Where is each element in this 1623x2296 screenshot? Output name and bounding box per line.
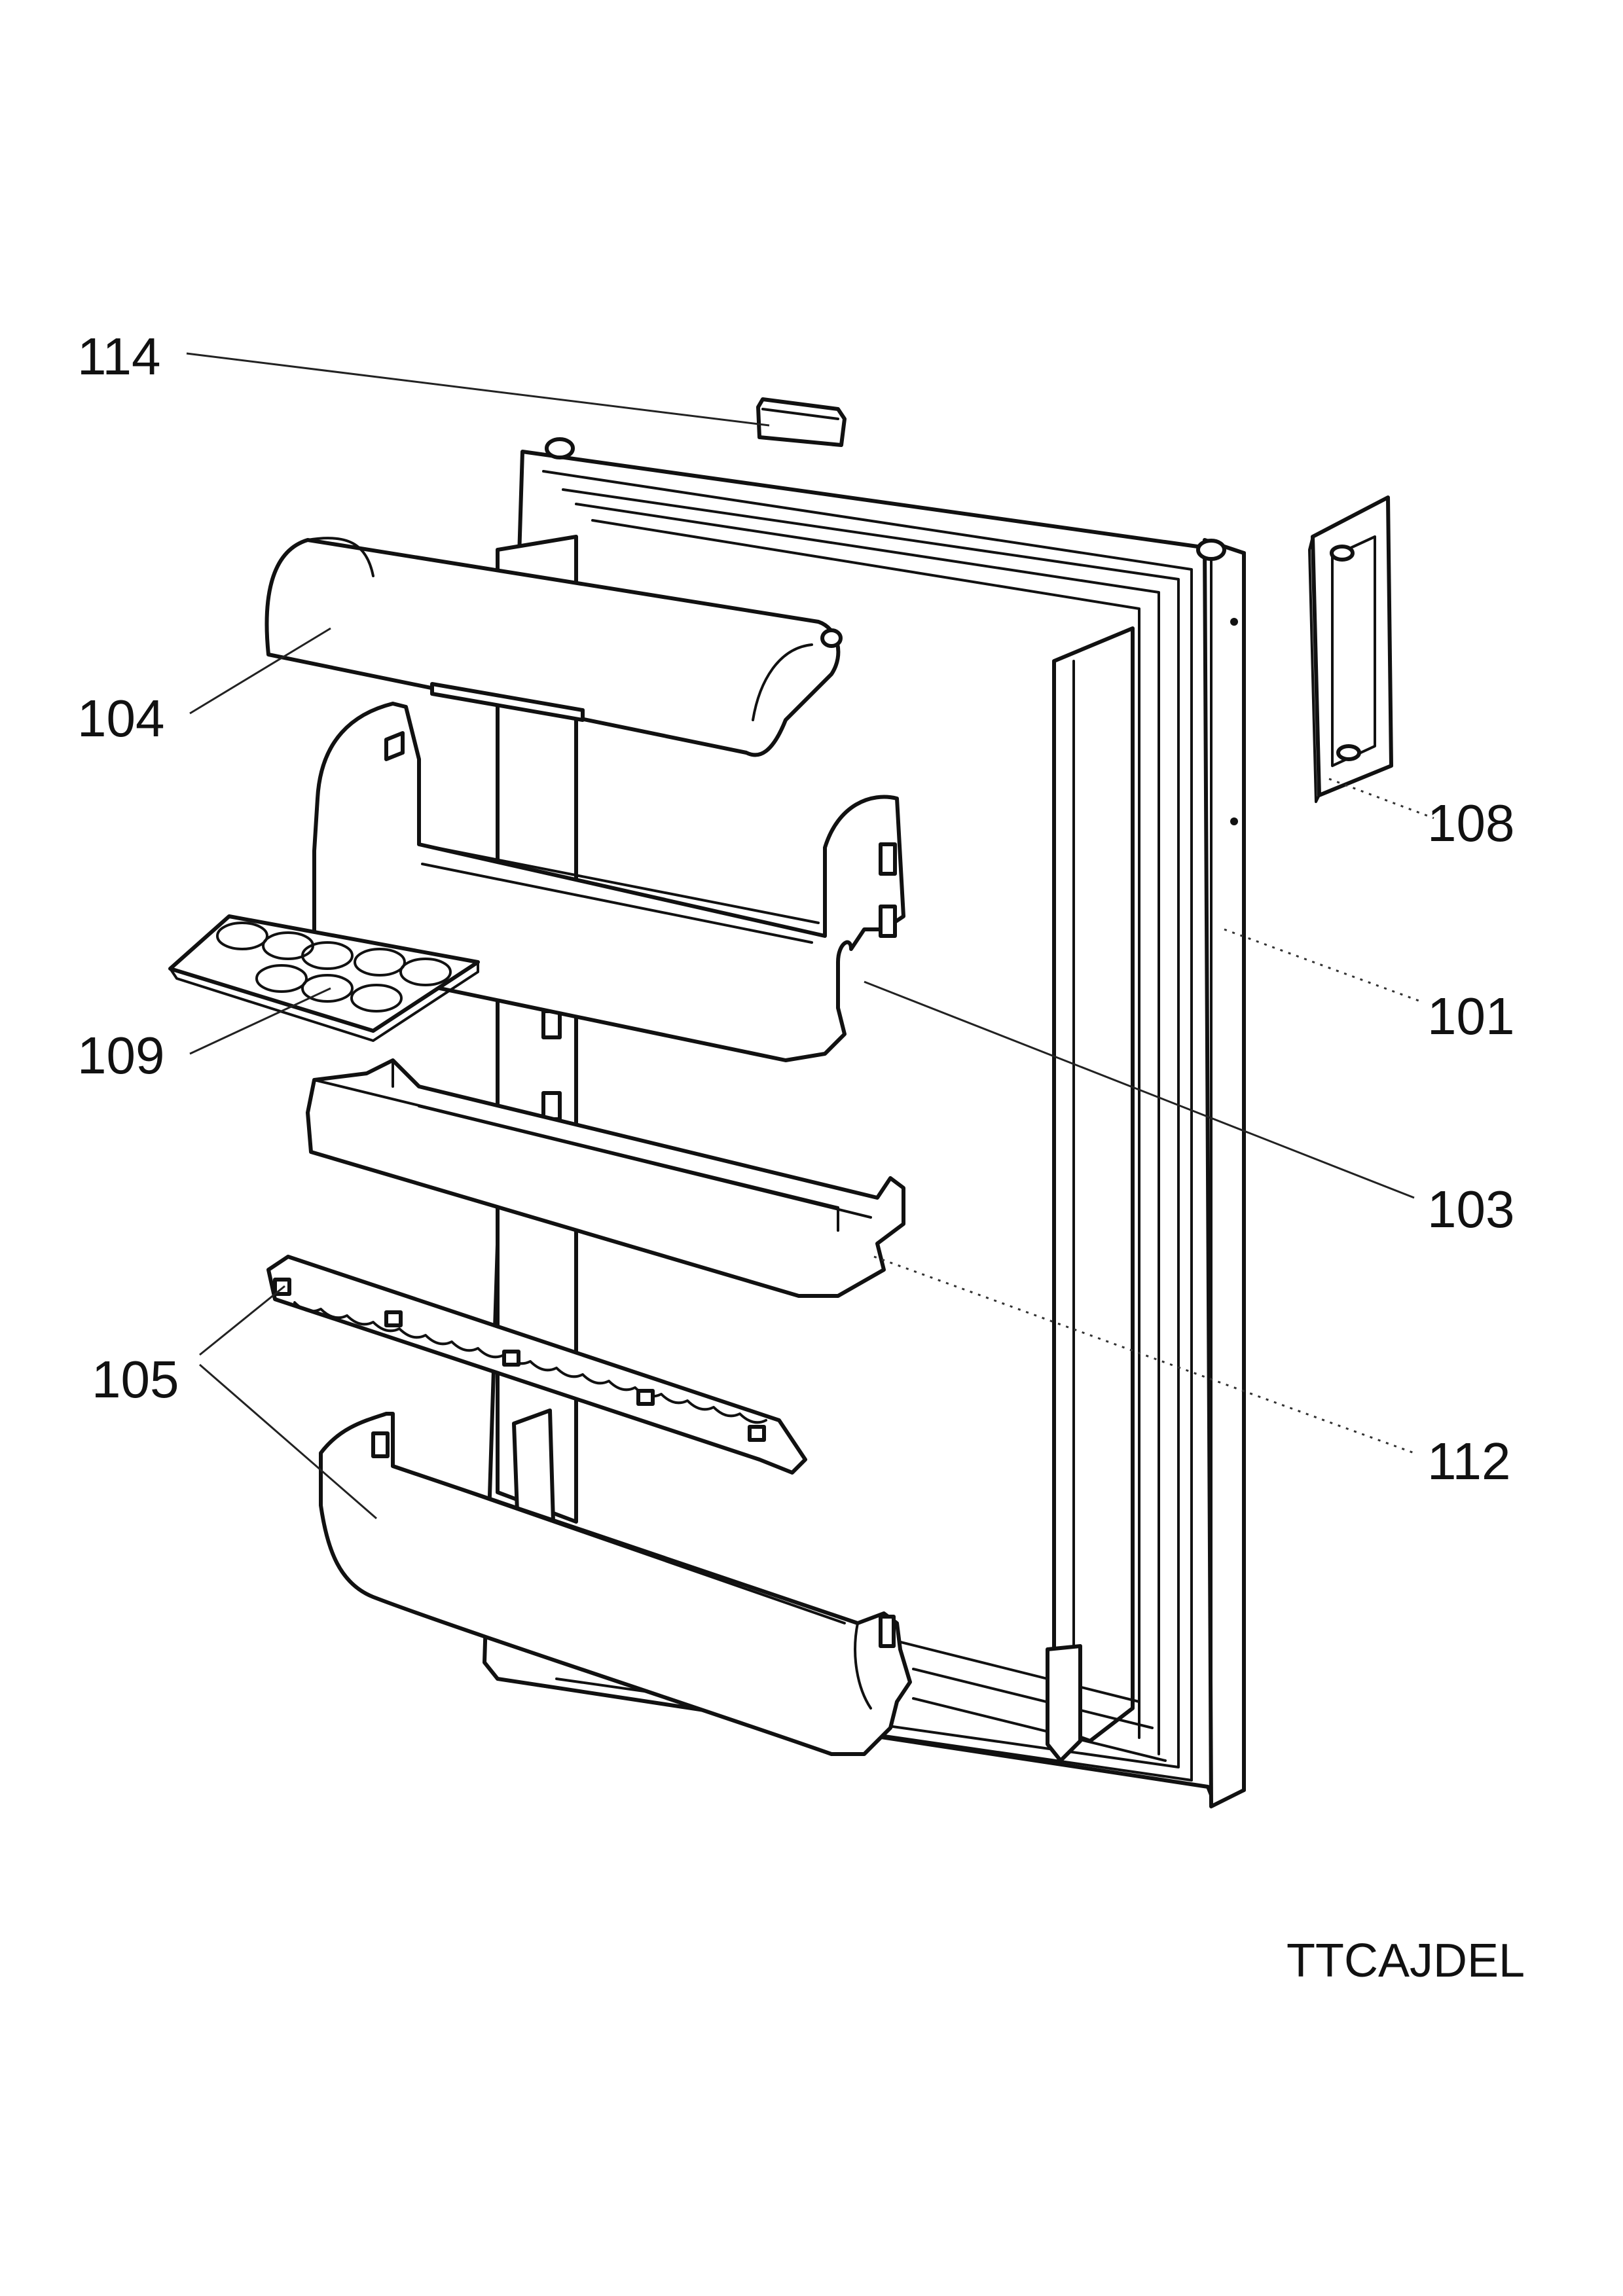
callout-108-label: 108	[1427, 794, 1514, 852]
callout-112-label: 112	[1427, 1432, 1511, 1490]
dairy-cover-part-104	[264, 537, 843, 757]
leader-lines	[186, 352, 1434, 1520]
callout-105-label: 105	[92, 1350, 179, 1408]
door-handle-part-108	[1308, 495, 1393, 803]
bottle-shelf-part-105	[266, 1255, 912, 1756]
callout-103-label: 103	[1427, 1180, 1514, 1238]
callout-104-label: 104	[77, 689, 164, 747]
callout-101-label: 101	[1427, 987, 1514, 1045]
middle-door-shelf-part-112	[306, 1058, 905, 1298]
callout-109-label: 109	[77, 1026, 164, 1085]
callout-114-label: 114	[77, 327, 161, 386]
door-frame-part-101	[483, 437, 1246, 1808]
egg-tray-part-109	[168, 914, 480, 1042]
drawing-code: TTCAJDEL	[1286, 1935, 1525, 1987]
callout-labels: 114 104 109 105 108 101 103 112	[77, 327, 1514, 1490]
hinge-cover-part-114	[756, 397, 847, 447]
